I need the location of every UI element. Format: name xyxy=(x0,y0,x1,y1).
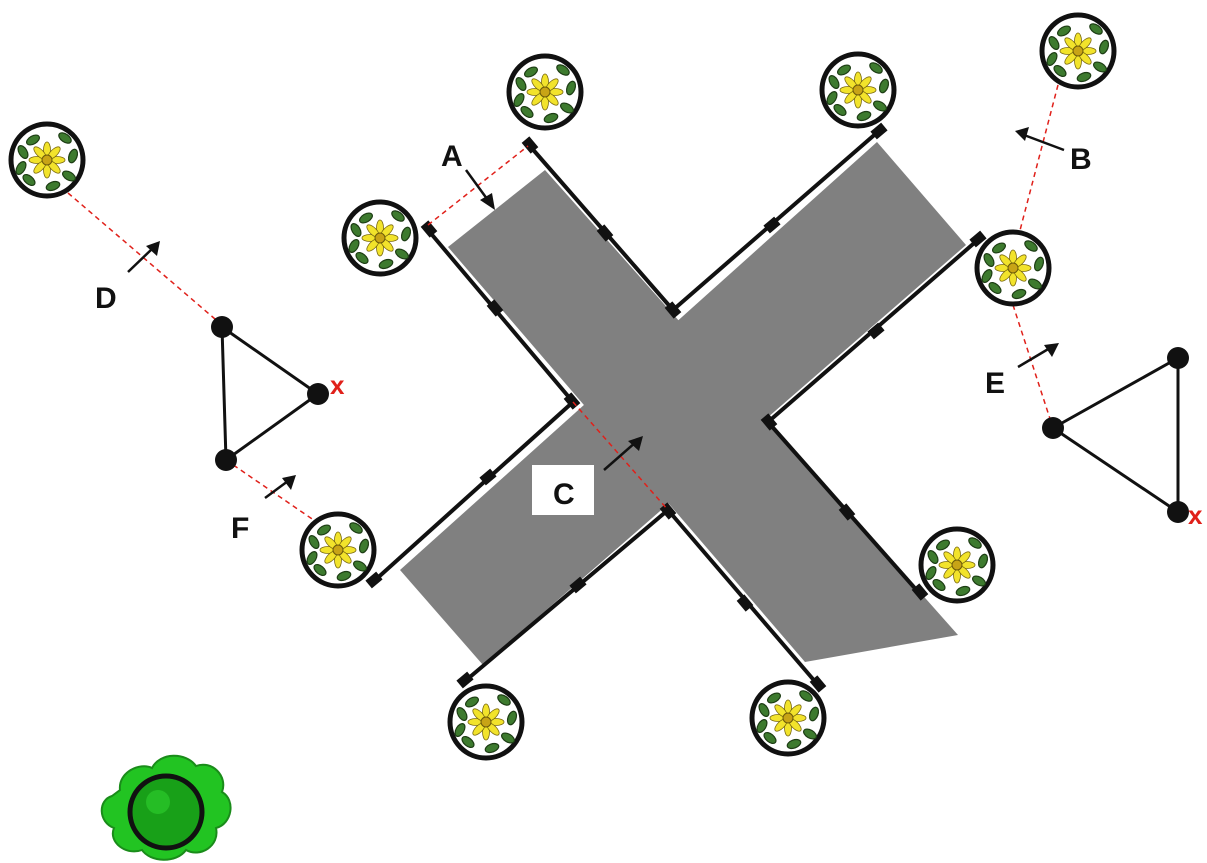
arrow-icon xyxy=(1015,127,1065,152)
planter-flower-icon xyxy=(509,56,581,128)
planter-flower-icon xyxy=(752,682,824,754)
post xyxy=(736,594,754,612)
triangle-left xyxy=(220,324,321,463)
vertex-dot xyxy=(1167,501,1189,523)
planter-flower-icon xyxy=(450,686,522,758)
dim-line-b xyxy=(1017,84,1059,239)
vertex-dot xyxy=(211,316,233,338)
label-c: C xyxy=(553,478,575,511)
post xyxy=(456,671,474,689)
planter-flower-icon xyxy=(921,529,993,601)
arrow-icon xyxy=(603,436,643,471)
arrow-icon xyxy=(464,169,495,210)
planter-flower-icon xyxy=(344,202,416,274)
vertex-dot xyxy=(215,449,237,471)
post xyxy=(596,224,614,242)
planter-flower-icon xyxy=(11,124,83,196)
triangle-right xyxy=(1050,355,1180,515)
dim-line-d xyxy=(67,192,223,326)
post xyxy=(838,503,856,521)
post xyxy=(809,675,827,693)
planter-flower-icon xyxy=(1042,15,1114,87)
post xyxy=(664,301,682,319)
frame-edge xyxy=(371,400,575,584)
post xyxy=(763,216,781,234)
post xyxy=(867,322,885,340)
label-f: F xyxy=(231,512,249,545)
planter-flower-icon xyxy=(822,54,894,126)
arrow-icon xyxy=(264,475,296,500)
vertex-dot xyxy=(1042,417,1064,439)
vertex-dot xyxy=(307,383,329,405)
post xyxy=(486,299,504,317)
dim-line-e xyxy=(1012,304,1054,429)
post xyxy=(420,220,438,238)
post xyxy=(760,413,778,431)
planter-flower-icon xyxy=(302,514,374,586)
shrub-icon xyxy=(100,754,232,861)
x-mark-right: x xyxy=(1188,500,1203,530)
x-mark-left: x xyxy=(330,370,345,400)
post xyxy=(479,468,497,486)
planter-flower-icon xyxy=(977,232,1049,304)
label-e: E xyxy=(985,367,1005,400)
arrow-icon xyxy=(127,241,160,273)
post xyxy=(365,571,383,589)
post xyxy=(911,583,929,601)
post xyxy=(569,576,587,594)
arrow-icon xyxy=(1017,343,1059,369)
dim-line-c xyxy=(572,401,669,511)
label-b: B xyxy=(1070,143,1092,176)
label-d: D xyxy=(95,282,117,315)
post xyxy=(969,230,987,248)
label-a: A xyxy=(441,140,463,173)
post xyxy=(659,502,677,520)
post xyxy=(870,122,888,140)
canopy-arm-2 xyxy=(400,142,966,665)
label-c-background xyxy=(532,465,594,515)
frame-edge xyxy=(462,508,670,684)
vertex-dot xyxy=(1167,347,1189,369)
frame-edge xyxy=(426,228,575,404)
post xyxy=(521,136,539,154)
